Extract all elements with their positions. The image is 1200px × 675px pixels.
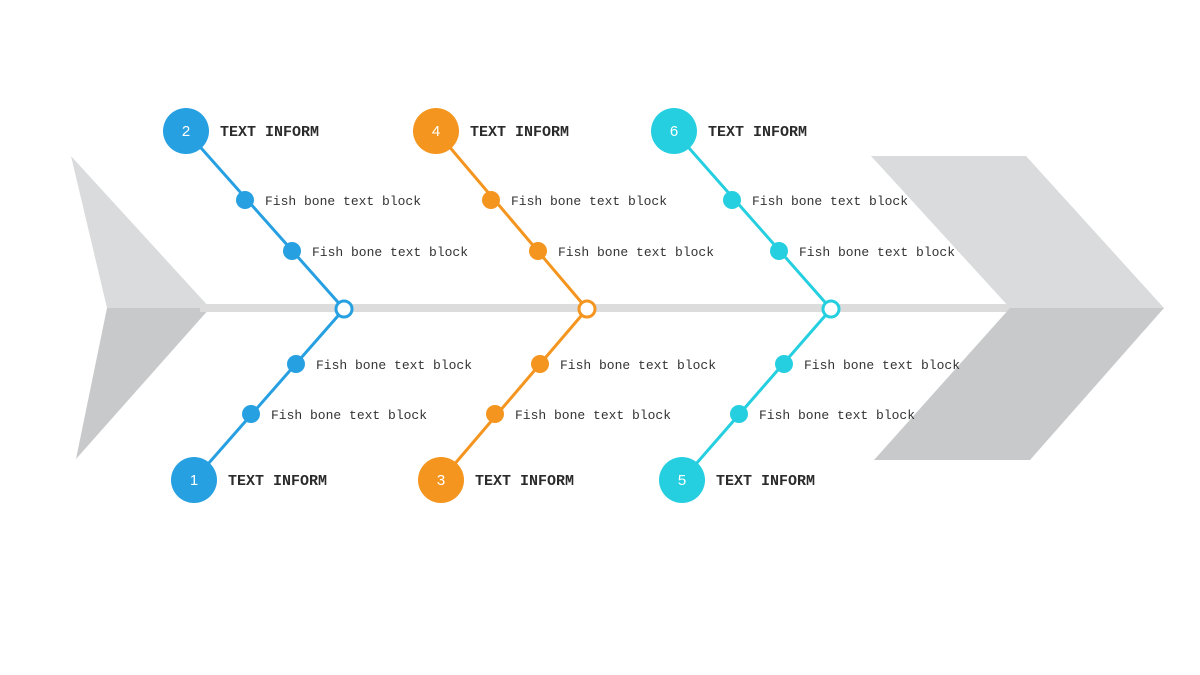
bone-item-label: Fish bone text block (560, 358, 716, 373)
number-badge (651, 108, 697, 154)
bone-dot (730, 405, 748, 423)
bone-dot (242, 405, 260, 423)
bone-item-label: Fish bone text block (515, 408, 671, 423)
bone-dot (283, 242, 301, 260)
number-badge-label: 4 (432, 123, 440, 140)
bone-item-label: Fish bone text block (312, 245, 468, 260)
bone-dot (287, 355, 305, 373)
bone-line (680, 307, 833, 482)
bone-dot (770, 242, 788, 260)
bone-dot (775, 355, 793, 373)
bone-item-label: Fish bone text block (799, 245, 955, 260)
head-upper-shape (871, 156, 1164, 308)
number-badge (413, 108, 459, 154)
bone-dot (723, 191, 741, 209)
bone-dot (236, 191, 254, 209)
bone-line (192, 307, 346, 482)
number-badge (659, 457, 705, 503)
number-badge-label: 5 (678, 472, 686, 489)
bone-item-label: Fish bone text block (265, 194, 421, 209)
spine-junction (334, 299, 354, 319)
bone-dot (529, 242, 547, 260)
bone-title: TEXT INFORM (228, 473, 327, 490)
bone-item-label: Fish bone text block (752, 194, 908, 209)
bone-item-label: Fish bone text block (759, 408, 915, 423)
number-badge-label: 2 (182, 123, 190, 140)
bone-line (672, 129, 833, 311)
bone-dot (482, 191, 500, 209)
bone-title: TEXT INFORM (716, 473, 815, 490)
head-lower-shape (874, 308, 1164, 460)
bone-line (184, 129, 346, 311)
number-badge-label: 3 (437, 472, 445, 489)
tail-upper-shape (71, 156, 210, 308)
number-badge (163, 108, 209, 154)
bone-dot (486, 405, 504, 423)
number-badge (171, 457, 217, 503)
spine-junction (577, 299, 597, 319)
bone-dot (531, 355, 549, 373)
bone-title: TEXT INFORM (220, 124, 319, 141)
bone-item-label: Fish bone text block (316, 358, 472, 373)
number-badge-label: 1 (190, 472, 198, 489)
spine-junction (821, 299, 841, 319)
bone-item-label: Fish bone text block (558, 245, 714, 260)
bone-title: TEXT INFORM (470, 124, 569, 141)
bone-line (439, 307, 589, 482)
bone-item-label: Fish bone text block (804, 358, 960, 373)
bone-item-label: Fish bone text block (271, 408, 427, 423)
bone-line (434, 129, 589, 311)
number-badge-label: 6 (670, 123, 678, 140)
bone-item-label: Fish bone text block (511, 194, 667, 209)
bone-title: TEXT INFORM (475, 473, 574, 490)
bone-title: TEXT INFORM (708, 124, 807, 141)
spine-line (200, 304, 1020, 312)
number-badge (418, 457, 464, 503)
tail-lower-shape (76, 308, 210, 459)
